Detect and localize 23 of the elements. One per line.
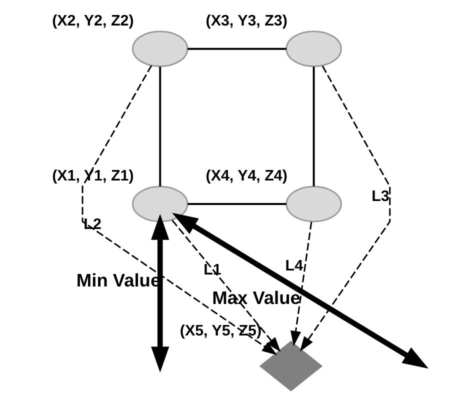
node-label: (X5, Y5, Z5) bbox=[180, 322, 262, 340]
edge-label: L2 bbox=[84, 216, 102, 233]
connector bbox=[312, 66, 315, 186]
arrow bbox=[300, 66, 391, 352]
connector bbox=[188, 203, 286, 206]
node-label: (X2, Y2, Z2) bbox=[52, 12, 134, 30]
connector bbox=[188, 48, 286, 50]
edge-label: L3 bbox=[372, 188, 390, 205]
node-circle bbox=[286, 186, 342, 222]
node-circle bbox=[132, 186, 188, 222]
arrow bbox=[290, 222, 312, 346]
node-circle bbox=[132, 30, 188, 68]
edge-label: L1 bbox=[204, 262, 222, 278]
node-circle bbox=[286, 30, 342, 68]
node-label: (X3, Y3, Z3) bbox=[206, 12, 288, 30]
arrow bbox=[172, 212, 429, 369]
node-label: (X4, Y4, Z4) bbox=[206, 167, 288, 184]
connector bbox=[159, 66, 162, 186]
edge-label: Max Value bbox=[212, 286, 300, 308]
arrow bbox=[172, 220, 281, 352]
arrow bbox=[151, 214, 170, 373]
arrow bbox=[82, 65, 278, 356]
edge-label: L4 bbox=[285, 258, 304, 275]
